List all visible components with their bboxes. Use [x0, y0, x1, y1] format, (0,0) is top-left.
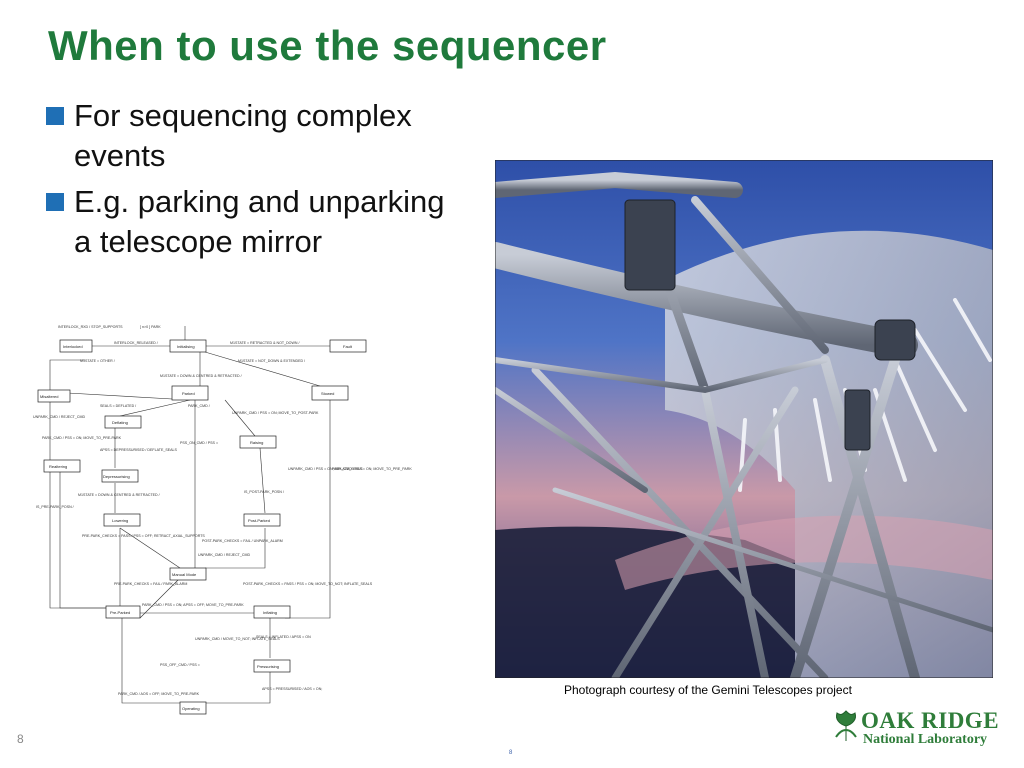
bullet-text: For sequencing complex events [74, 98, 412, 173]
svg-text:Stowed: Stowed [321, 391, 334, 396]
svg-text:PARK_CMD / PSS = ON; MOVE_TO_P: PARK_CMD / PSS = ON; MOVE_TO_PRE-PARK [42, 436, 122, 440]
svg-text:Post-Parked: Post-Parked [248, 518, 270, 523]
svg-text:APSS = PRESSURISED / AOS = ON;: APSS = PRESSURISED / AOS = ON; [262, 687, 322, 691]
state-boxes: Interlocked Initialising Fault Misaltere… [37, 339, 367, 715]
state-operating: Operating [179, 701, 207, 715]
svg-text:Inflating: Inflating [263, 610, 277, 615]
svg-text:Deflating: Deflating [112, 420, 128, 425]
bullet-text: E.g. parking and unparking a telescope m… [74, 184, 445, 259]
svg-text:IS_PRE-PARK_POSN /: IS_PRE-PARK_POSN / [36, 505, 74, 509]
bullet-list: For sequencing complex events E.g. parki… [46, 96, 466, 268]
svg-text:M1STATE = RETRACTED & NOT_DOWN: M1STATE = RETRACTED & NOT_DOWN / [230, 341, 299, 345]
state-parked: Parked [171, 385, 209, 401]
logo-line-2: National Laboratory [863, 732, 988, 747]
svg-text:Raising: Raising [250, 440, 263, 445]
state-raising: Raising [239, 435, 277, 449]
svg-text:SEALS = INFLATED / APSS = ON: SEALS = INFLATED / APSS = ON [256, 635, 311, 639]
svg-text:M1STATE = DOWN & CENTRED & RET: M1STATE = DOWN & CENTRED & RETRACTED / [160, 374, 242, 378]
svg-text:UNPARK_CMD / REJECT_CMD: UNPARK_CMD / REJECT_CMD [198, 553, 250, 557]
slide-number: 8 [17, 732, 24, 746]
svg-text:M1STATE = NOT_DOWN & EXTENDED: M1STATE = NOT_DOWN & EXTENDED / [238, 359, 305, 363]
svg-text:Initialising: Initialising [177, 344, 195, 349]
page-number: 8 [509, 750, 513, 756]
svg-text:Pre-Parked: Pre-Parked [110, 610, 130, 615]
svg-text:Parked: Parked [182, 391, 195, 396]
svg-text:PARK_CMD / PSS = ON; APSS = OF: PARK_CMD / PSS = ON; APSS = OFF; MOVE_TO… [142, 603, 244, 607]
svg-text:PARK_CMD / AOS = OFF; MOVE_TO_: PARK_CMD / AOS = OFF; MOVE_TO_PRE-PARK [118, 692, 200, 696]
svg-text:[ n>0 ] PARK: [ n>0 ] PARK [140, 325, 161, 329]
state-fault: Fault [329, 339, 367, 353]
state-deflating: Deflating [104, 415, 142, 429]
svg-text:POST-PARK_CHECKS = FAIL / UNPA: POST-PARK_CHECKS = FAIL / UNPARK_ALARM [202, 539, 283, 543]
svg-text:Depressurising: Depressurising [103, 474, 130, 479]
ornl-logo: OAK RIDGE National Laboratory [833, 706, 999, 752]
svg-text:Fault: Fault [343, 344, 353, 349]
svg-text:M1STATE = OTHER /: M1STATE = OTHER / [80, 359, 115, 363]
logo-line-1: OAK RIDGE [861, 708, 1000, 733]
svg-text:SEALS = DEFLATED /: SEALS = DEFLATED / [100, 404, 136, 408]
state-diagram: Interlocked Initialising Fault Misaltere… [33, 325, 412, 715]
svg-text:APSS = DEPRESSURISED / DEFLATE: APSS = DEPRESSURISED / DEFLATE_SEALS [100, 448, 178, 452]
state-initialising: Initialising [169, 339, 207, 353]
svg-text:Interlocked: Interlocked [63, 344, 83, 349]
state-interlocked: Interlocked [59, 339, 93, 353]
telescope-photo [495, 160, 993, 678]
state-inflating: Inflating [253, 605, 291, 619]
svg-text:M1STATE = DOWN & CENTRED & RET: M1STATE = DOWN & CENTRED & RETRACTED / [78, 493, 160, 497]
state-pre-parked: Pre-Parked [105, 605, 141, 619]
svg-text:POST-PARK_CHECKS = PASS / PSS: POST-PARK_CHECKS = PASS / PSS = ON; MOVE… [243, 582, 373, 586]
svg-text:IS_POST-PARK_POSN /: IS_POST-PARK_POSN / [244, 490, 284, 494]
svg-text:Manual Mode: Manual Mode [172, 572, 197, 577]
state-pressurising: Pressurising [253, 659, 291, 673]
svg-text:Realtering: Realtering [49, 464, 67, 469]
svg-text:Lowering: Lowering [112, 518, 128, 523]
state-manual-mode: Manual Mode [169, 567, 207, 581]
transition-lines [49, 326, 331, 704]
svg-text:Operating: Operating [182, 706, 200, 711]
transition-labels: INTERLOCK_RXD / STOP_SUPPORTS [ n>0 ] PA… [33, 325, 412, 696]
bullet-item: E.g. parking and unparking a telescope m… [46, 182, 466, 262]
svg-text:INTERLOCK_RELEASED /: INTERLOCK_RELEASED / [114, 341, 158, 345]
state-lowering: Lowering [103, 513, 141, 527]
svg-text:INTERLOCK_RXD / STOP_SUPPORTS: INTERLOCK_RXD / STOP_SUPPORTS [58, 325, 123, 329]
svg-text:Pressurising: Pressurising [257, 664, 279, 669]
svg-text:PSS_OFF_CMD / PSS =: PSS_OFF_CMD / PSS = [160, 663, 200, 667]
state-stowed: Stowed [311, 385, 349, 401]
svg-text:PRE-PARK_CHECKS = PASS / PSS =: PRE-PARK_CHECKS = PASS / PSS = OFF; RETR… [82, 534, 205, 538]
svg-text:UNPARK_CMD / REJECT_CMD: UNPARK_CMD / REJECT_CMD [33, 415, 85, 419]
state-depressurising: Depressurising [101, 469, 139, 483]
square-bullet-icon [46, 193, 64, 211]
svg-text:PSS_ON_CMD / PSS =: PSS_ON_CMD / PSS = [180, 441, 218, 445]
photo-caption: Photograph courtesy of the Gemini Telesc… [564, 683, 852, 697]
svg-text:PRE-PARK_CHECKS = FAIL / PARK_: PRE-PARK_CHECKS = FAIL / PARK_ALARM [114, 582, 187, 586]
bullet-item: For sequencing complex events [46, 96, 466, 176]
svg-text:UNPARK_CMD / PSS = ON; INFLATE: UNPARK_CMD / PSS = ON; INFLATE_SEALS [288, 467, 363, 471]
svg-text:Misaltered: Misaltered [40, 394, 58, 399]
svg-text:PARK_CMD / PSS = ON; MOVE_TO_P: PARK_CMD / PSS = ON; MOVE_TO_PRE_PARK [332, 467, 412, 471]
svg-text:UNPARK_CMD / PSS = ON; MOVE_TO: UNPARK_CMD / PSS = ON; MOVE_TO_POST-PARK [232, 411, 319, 415]
svg-text:UNPARK_CMD / MOVE_TO_NOT; INFL: UNPARK_CMD / MOVE_TO_NOT; INFLATE_SEALS [195, 637, 280, 641]
state-misaltered: Misaltered [37, 389, 71, 403]
square-bullet-icon [46, 107, 64, 125]
slide-title: When to use the sequencer [48, 22, 607, 69]
oak-leaf-icon [835, 710, 857, 741]
svg-text:PARK_CMD /: PARK_CMD / [188, 404, 210, 408]
state-post-parked: Post-Parked [243, 513, 281, 527]
state-realtering: Realtering [43, 459, 81, 473]
